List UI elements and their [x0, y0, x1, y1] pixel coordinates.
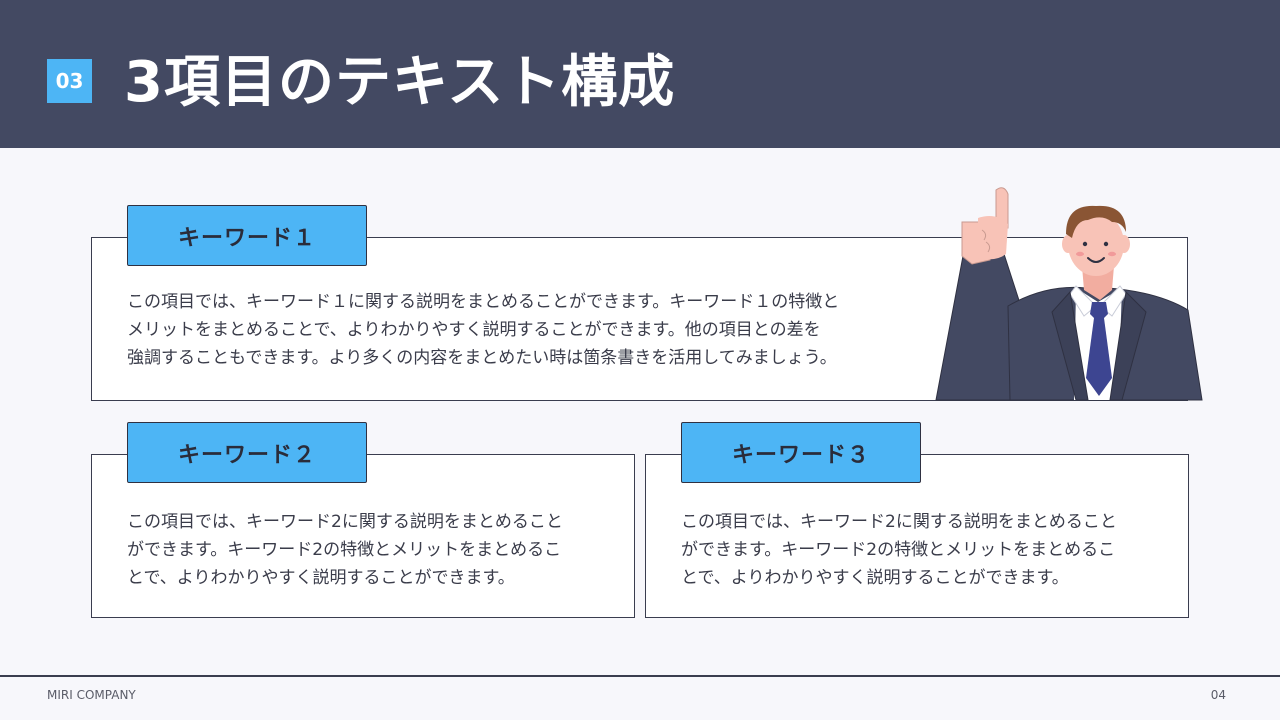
section-number-badge: 03: [47, 59, 92, 103]
businessman-pointing-up-icon: [935, 187, 1203, 401]
description-line: ができます。キーワード2の特徴とメリットをまとめるこ: [681, 540, 1116, 560]
footer-page-number: 04: [1210, 688, 1226, 702]
description-line: とで、よりわかりやすく説明することができます。: [681, 568, 1069, 588]
description-line: この項目では、キーワード2に関する説明をまとめること: [681, 512, 1117, 532]
description-line: この項目では、キーワード2に関する説明をまとめること: [127, 512, 563, 532]
keyword-tab-2: キーワード２: [127, 422, 367, 483]
keyword-card-2-description: この項目では、キーワード2に関する説明をまとめること ができます。キーワード2の…: [127, 508, 627, 592]
description-line: メリットをまとめることで、よりわかりやすく説明することができます。他の項目との差…: [127, 320, 821, 340]
description-line: この項目では、キーワード１に関する説明をまとめることができます。キーワード１の特…: [127, 292, 840, 312]
keyword-card-3-description: この項目では、キーワード2に関する説明をまとめること ができます。キーワード2の…: [681, 508, 1181, 592]
footer-company-name: MIRI COMPANY: [47, 688, 136, 702]
keyword-card-1-description: この項目では、キーワード１に関する説明をまとめることができます。キーワード１の特…: [127, 288, 927, 372]
header-bar: [0, 0, 1280, 148]
footer-divider: [0, 675, 1280, 677]
description-line: ができます。キーワード2の特徴とメリットをまとめるこ: [127, 540, 562, 560]
keyword-tab-1: キーワード１: [127, 205, 367, 266]
keyword-tab-3: キーワード３: [681, 422, 921, 483]
page-title: 3項目のテキスト構成: [124, 50, 676, 115]
description-line: 強調することもできます。より多くの内容をまとめたい時は箇条書きを活用してみましょ…: [127, 348, 837, 368]
description-line: とで、よりわかりやすく説明することができます。: [127, 568, 515, 588]
